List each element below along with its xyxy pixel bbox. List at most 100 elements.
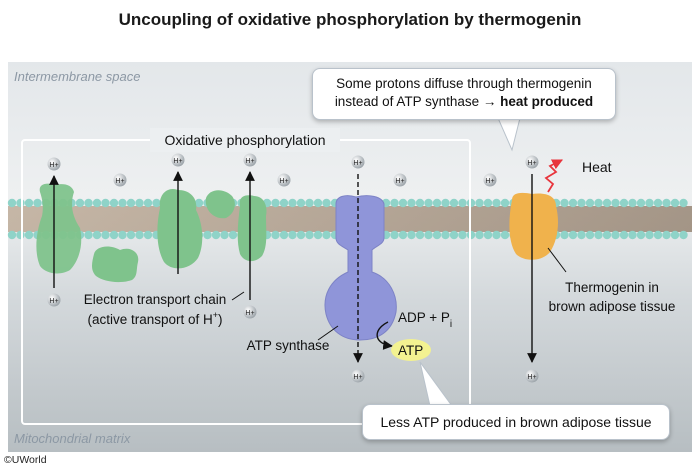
lipid-head (305, 230, 314, 240)
proton-label: H+ (395, 178, 404, 185)
lipid-head (500, 198, 510, 208)
lipid-head (679, 198, 688, 208)
lipid-head (390, 198, 399, 208)
lipid-head (228, 230, 238, 240)
atp-synthase (324, 195, 397, 341)
etc-complex-4 (237, 195, 267, 262)
lipid-head (679, 230, 688, 240)
adp-to-atp-arrow (376, 321, 393, 350)
lipid-head (220, 230, 229, 240)
lipid-head (475, 230, 484, 240)
lipid-head (398, 230, 408, 240)
lipid-head (458, 230, 467, 240)
lipid-head (636, 230, 646, 240)
lipid-head (585, 198, 595, 208)
lipid-head (84, 230, 93, 240)
lipid-head (662, 230, 671, 240)
proton-marker: H+ (525, 369, 539, 383)
lipid-head (92, 230, 102, 240)
lipid-head (653, 230, 663, 240)
lipid-head (500, 230, 510, 240)
lipid-head (126, 230, 136, 240)
proton-marker: H+ (171, 153, 185, 167)
top-callout-line1: Some protons diffuse through thermogenin (336, 76, 592, 91)
lipid-head (194, 198, 204, 208)
lipid-head (322, 198, 331, 208)
box-label: Oxidative phosphorylation (164, 132, 325, 148)
lipid-head (407, 230, 416, 240)
region-intermembrane: Intermembrane space (14, 69, 140, 84)
proton-marker: H+ (277, 173, 291, 187)
proton-marker: H+ (47, 293, 61, 307)
lipid-head (271, 198, 280, 208)
lipid-head (441, 198, 450, 208)
proton-label: H+ (49, 162, 58, 169)
lipid-head (288, 230, 297, 240)
lipid-head (288, 198, 297, 208)
lipid-head (568, 230, 578, 240)
lipid-head (628, 198, 637, 208)
atp-highlight (391, 339, 431, 361)
lipid-head (611, 230, 620, 240)
lipid-head (84, 198, 93, 208)
proton-label: H+ (485, 178, 494, 185)
lipid-head (449, 230, 459, 240)
lipid-head (415, 230, 425, 240)
lipid-head (135, 198, 144, 208)
etc-complex-1b (92, 246, 139, 283)
lipid-head (16, 230, 25, 240)
proton-label: H+ (527, 374, 536, 381)
proton-label: H+ (527, 160, 536, 167)
proton-label: H+ (173, 158, 182, 165)
bottom-callout: Less ATP produced in brown adipose tissu… (362, 404, 670, 440)
lipid-head (483, 230, 493, 240)
proton-marker: H+ (113, 173, 127, 187)
lipid-head (390, 230, 399, 240)
proton-label: H+ (353, 374, 362, 381)
lipid-head (109, 230, 119, 240)
lipid-head (432, 230, 442, 240)
lipid-head (594, 198, 603, 208)
lipid-head (441, 230, 450, 240)
lipid-head (135, 230, 144, 240)
lipid-head (24, 198, 34, 208)
lipid-head (483, 198, 493, 208)
lipid-head (101, 198, 110, 208)
lipid-head (313, 230, 323, 240)
proton-label: H+ (245, 310, 254, 317)
lipid-head (415, 198, 425, 208)
etc-complex-1 (36, 183, 82, 274)
proton-marker: H+ (243, 305, 257, 319)
lipid-head (645, 198, 654, 208)
proton-label: H+ (279, 178, 288, 185)
lipid-head (653, 198, 663, 208)
lipid-head (152, 198, 161, 208)
thermogenin-label-line1: Thermogenin in (565, 280, 659, 295)
lipid-head (594, 230, 603, 240)
diagram-title: Uncoupling of oxidative phosphorylation … (118, 10, 582, 29)
lipid-head (577, 198, 586, 208)
lipid-head (203, 230, 212, 240)
proton-marker: H+ (47, 157, 61, 171)
lipid-head (424, 198, 433, 208)
proton-marker: H+ (393, 173, 407, 187)
lipid-head (628, 230, 637, 240)
adp-label: ADP + Pi (398, 310, 452, 330)
lipid-head (602, 230, 612, 240)
etc-complex-3 (157, 188, 235, 269)
thermogenin-leader (547, 247, 567, 273)
lipid-head (7, 230, 17, 240)
lipid-head (636, 198, 646, 208)
etc-leader (231, 291, 245, 301)
lipid-head (296, 230, 306, 240)
heat-produced-text: heat produced (500, 94, 594, 109)
lipid-head (475, 198, 484, 208)
lipid-head (492, 198, 501, 208)
lipid-head (560, 198, 569, 208)
thermogenin-protein (509, 192, 558, 260)
lipid-head (602, 198, 612, 208)
proton-marker: H+ (483, 173, 497, 187)
lipid-head (7, 198, 17, 208)
lipid-head (109, 198, 119, 208)
